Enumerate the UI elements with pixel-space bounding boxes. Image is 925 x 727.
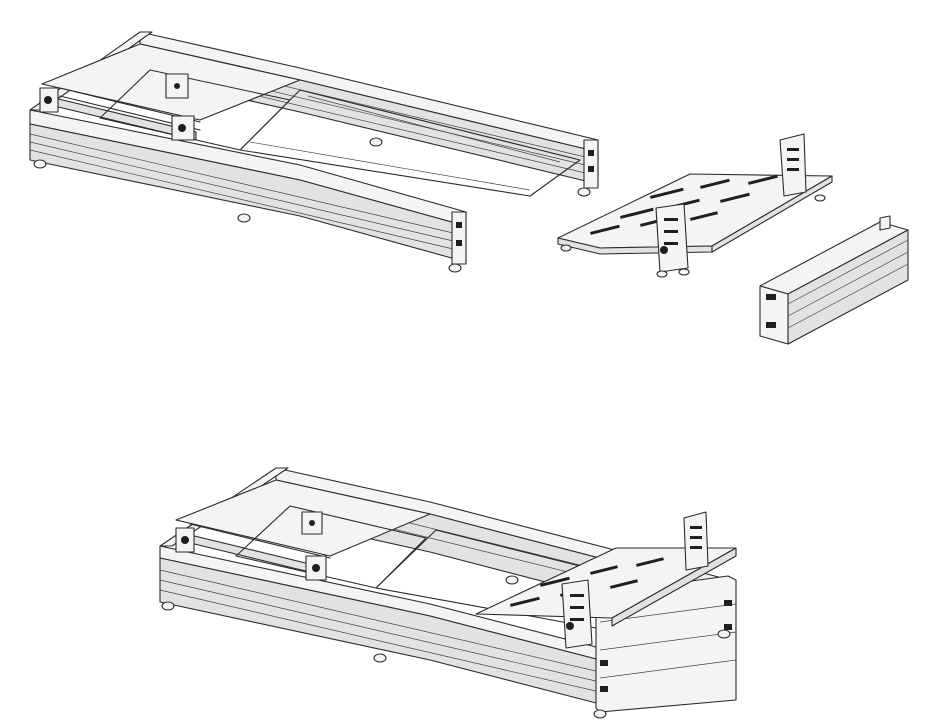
assembled-pedal-plate (475, 511, 737, 649)
assembled-frame (159, 467, 737, 719)
pedal-plate (557, 133, 833, 278)
front-long-rail (29, 109, 467, 265)
exploded-view (29, 31, 909, 345)
inner-frame (39, 69, 581, 197)
front-extrusion-beam (759, 215, 909, 345)
assembled-view (159, 467, 737, 719)
base-frame (29, 31, 599, 273)
base-feet (33, 137, 591, 273)
